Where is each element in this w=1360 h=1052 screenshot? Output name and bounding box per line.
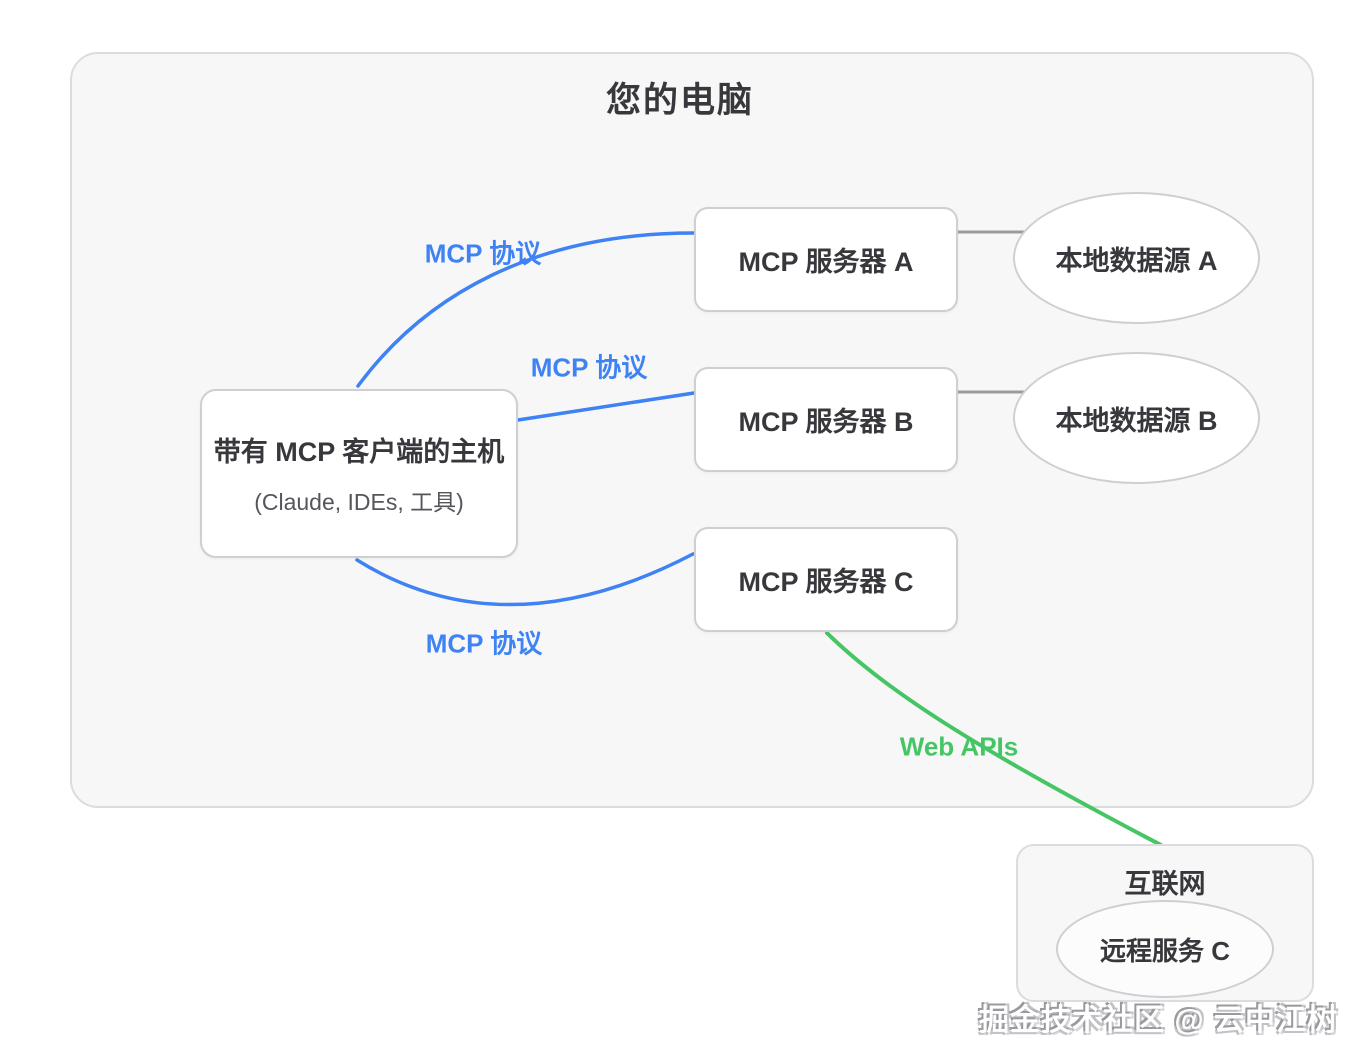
server-label-a: MCP 服务器 A — [738, 247, 914, 277]
remote-service-ellipse: 远程服务 C — [1056, 900, 1274, 998]
datasource-ellipse-a: 本地数据源 A — [1013, 192, 1260, 324]
watermark: 掘金技术社区 @ 云中江树 — [979, 1004, 1338, 1037]
computer-title: 您的电脑 — [605, 81, 754, 120]
internet-title: 互联网 — [1124, 869, 1206, 899]
host-title: 带有 MCP 客户端的主机 — [213, 437, 505, 467]
datasource-label-b: 本地数据源 B — [1055, 405, 1218, 436]
host-subtitle: (Claude, IDEs, 工具) — [254, 489, 464, 515]
datasource-label-a: 本地数据源 A — [1055, 245, 1218, 276]
server-box-c: MCP 服务器 C — [694, 527, 958, 632]
host-box: 带有 MCP 客户端的主机 (Claude, IDEs, 工具) — [200, 389, 518, 558]
server-label-b: MCP 服务器 B — [738, 407, 914, 437]
mcp-protocol-label-top: MCP 协议 — [424, 238, 542, 269]
server-label-c: MCP 服务器 C — [738, 567, 914, 597]
web-apis-label: Web APIs — [899, 731, 1019, 762]
internet-box: 互联网 远程服务 C — [1016, 844, 1314, 1002]
server-box-a: MCP 服务器 A — [694, 207, 958, 312]
mcp-protocol-label-middle: MCP 协议 — [530, 352, 648, 383]
datasource-ellipse-b: 本地数据源 B — [1013, 352, 1260, 484]
remote-service-label: 远程服务 C — [1099, 935, 1230, 966]
server-box-b: MCP 服务器 B — [694, 367, 958, 472]
mcp-protocol-label-bottom: MCP 协议 — [425, 628, 543, 659]
